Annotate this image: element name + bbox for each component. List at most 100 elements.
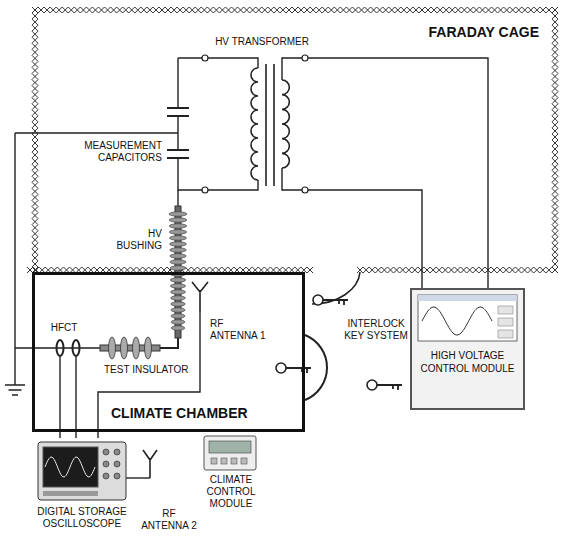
terminal <box>302 187 308 193</box>
bushing-shed <box>170 284 185 288</box>
bushing-shed <box>170 278 185 282</box>
bushing-shed <box>170 254 186 258</box>
bushing-shed <box>169 212 187 216</box>
terminal <box>202 187 208 193</box>
bushing-shed <box>170 242 187 246</box>
supply-wire <box>308 58 488 288</box>
bushing-shed <box>171 302 185 306</box>
control-module-screen <box>418 295 517 341</box>
chamber-box: CLIMATE CHAMBER <box>32 272 305 432</box>
control-module-body <box>410 288 525 410</box>
antenna-symbol <box>192 282 208 312</box>
climate-module-button <box>221 458 227 464</box>
node-text: DIGITAL STORAGE OSCILLOSCOPE <box>32 506 132 530</box>
instrument: DIGITAL STORAGE OSCILLOSCOPE <box>32 438 132 530</box>
oscilloscope-knob <box>114 473 120 479</box>
capacitor-symbol <box>167 108 189 158</box>
bushing-shed <box>170 248 187 252</box>
cage-hatch <box>32 7 558 13</box>
interlock-key <box>377 385 402 390</box>
cage-hatch <box>552 7 558 273</box>
control-module: CLIMATE CONTROL MODULE <box>196 433 266 510</box>
oscilloscope-knob <box>114 461 120 467</box>
cage-hatch <box>357 267 558 273</box>
climate-module-button <box>241 458 247 464</box>
ground-wire <box>15 133 178 385</box>
signal-lead <box>97 432 98 438</box>
cage-hatch <box>32 7 38 273</box>
part-label: INTERLOCK KEY SYSTEM <box>343 318 409 342</box>
interlock-key <box>367 380 377 390</box>
oscilloscope-base <box>43 491 98 496</box>
bushing-shed <box>170 260 186 264</box>
insulator-disc <box>133 337 140 359</box>
bushing-shed <box>171 320 185 324</box>
transformer-coil <box>251 68 258 180</box>
transformer-core <box>266 64 274 186</box>
part-label: RF ANTENNA 1 <box>210 318 272 342</box>
bushing-shed <box>171 290 186 294</box>
terminal <box>202 55 208 61</box>
cage-door <box>312 272 360 304</box>
part-label: HFCT <box>44 322 84 334</box>
oscilloscope-screen <box>43 447 98 487</box>
bushing-lead <box>177 190 178 208</box>
scope-lead <box>126 477 150 478</box>
oscilloscope-body <box>38 442 126 500</box>
interlock-key <box>286 368 311 373</box>
capacitor-wire <box>178 58 205 190</box>
interlock-key <box>313 295 323 305</box>
interlock-key <box>323 300 348 305</box>
oscilloscope-knob <box>103 473 109 479</box>
bushing-shed <box>169 236 186 240</box>
scope-lead <box>59 356 60 438</box>
control-module-panel <box>498 330 513 338</box>
transformer-coil <box>282 80 289 168</box>
oscilloscope-knob <box>114 449 120 455</box>
climate-module-button <box>231 458 237 464</box>
control-module-trace <box>422 307 492 335</box>
bushing-shed <box>171 326 184 330</box>
control-module-toolbar <box>418 295 517 301</box>
insulator-disc <box>109 337 116 359</box>
bushing-shed <box>171 314 185 318</box>
ground-symbol <box>5 385 25 395</box>
part-label: MEASUREMENT CAPACITORS <box>72 140 162 164</box>
climate-module-body <box>204 436 256 470</box>
hfct-ring <box>73 340 80 356</box>
part-label: HV TRANSFORMER <box>212 36 312 48</box>
node-text: HIGH VOLTAGE CONTROL MODULE <box>418 350 517 375</box>
insulator-disc <box>145 337 152 359</box>
node-text: CLIMATE CONTROL MODULE <box>196 474 266 510</box>
scope-lead <box>75 356 76 438</box>
bushing-shed <box>169 224 187 228</box>
part-label: RF ANTENNA 2 <box>138 508 200 532</box>
terminal <box>302 55 308 61</box>
control-module-panel <box>498 318 513 326</box>
oscilloscope-knob <box>103 461 109 467</box>
oscilloscope-trace <box>45 457 95 477</box>
node-text: CLIMATE CHAMBER <box>111 405 302 421</box>
control-module: HIGH VOLTAGE CONTROL MODULE <box>410 288 525 410</box>
bushing-lead <box>160 338 178 348</box>
antenna-symbol <box>143 450 157 478</box>
bushing-shed <box>169 218 187 222</box>
interlock-key <box>276 363 286 373</box>
bushing-shed <box>171 296 186 300</box>
bushing-shed <box>169 230 186 234</box>
climate-module-button <box>211 458 217 464</box>
oscilloscope-knob <box>103 449 109 455</box>
bushing-shed <box>170 266 186 270</box>
control-module-panel <box>498 306 513 314</box>
part-label: TEST INSULATOR <box>104 364 194 376</box>
part-label: HV BUSHING <box>107 228 162 252</box>
transformer-wire <box>205 58 305 190</box>
climate-module-display <box>209 441 251 453</box>
bushing-shed <box>171 308 185 312</box>
insulator-disc <box>121 337 128 359</box>
hfct-ring <box>57 340 64 356</box>
